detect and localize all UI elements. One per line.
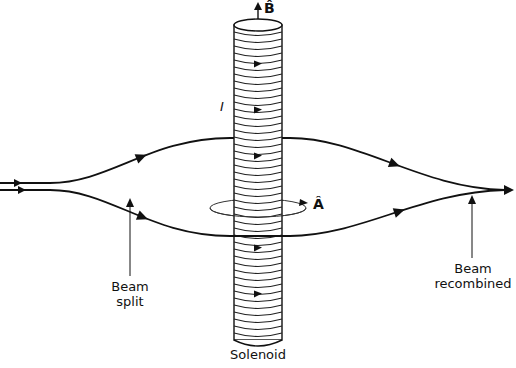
current-label: I xyxy=(220,100,224,115)
beam-arrowhead xyxy=(388,158,402,171)
leader-line xyxy=(472,201,473,258)
loop-arrowhead xyxy=(299,199,308,206)
beam-recombined-label: Beam recombined xyxy=(434,262,512,292)
leader-line xyxy=(130,204,131,276)
lower-beam xyxy=(0,190,512,236)
beam-arrowhead xyxy=(136,211,150,224)
potential-label: Â xyxy=(313,196,324,212)
beam-split-label: Beam split xyxy=(106,280,154,310)
beam-in-arrowhead xyxy=(14,179,22,187)
vector-potential-loop-front xyxy=(210,208,306,217)
beam-arrowhead xyxy=(135,150,149,163)
field-label: B̂ xyxy=(264,0,275,16)
leader-arrowhead xyxy=(126,198,134,207)
solenoid-coil xyxy=(234,19,282,346)
beam-in-arrowhead xyxy=(18,186,26,194)
field-arrowhead xyxy=(254,2,262,10)
beam-arrowhead xyxy=(393,205,407,218)
beam-end-arrowhead xyxy=(504,185,514,195)
leader-arrowhead xyxy=(468,195,476,204)
solenoid-label: Solenoid xyxy=(220,348,296,363)
